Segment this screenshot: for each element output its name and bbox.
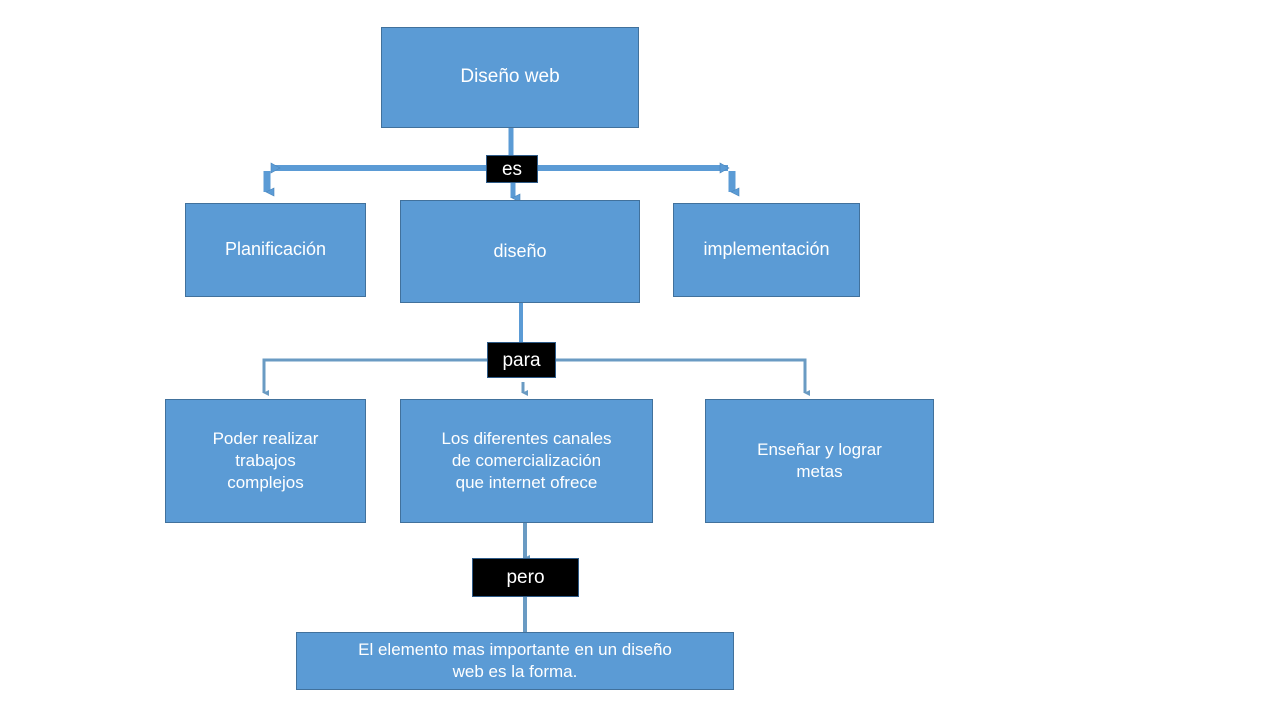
linker-pero-label: pero — [506, 567, 545, 588]
edge-para-right-branch — [556, 358, 810, 396]
linker-es-label: es — [501, 158, 523, 180]
node-trabajos-line-1: Poder realizar — [212, 429, 319, 449]
node-implementacion-label: implementación — [703, 239, 830, 260]
node-planificacion[interactable]: Planificación — [185, 203, 366, 297]
linker-para-label: para — [502, 349, 541, 371]
node-conclusion-line-1: El elemento mas importante en un diseño — [358, 640, 672, 660]
node-metas-line-2: metas — [796, 462, 843, 481]
edge-para-left-branch — [262, 358, 488, 396]
node-conclusion-line-2: web es la forma. — [452, 662, 578, 681]
edge-es-right-branch — [538, 162, 740, 197]
linker-pero[interactable]: pero — [472, 558, 579, 597]
node-trabajos-line-2: trabajos — [235, 451, 296, 471]
node-canales-line-1: Los diferentes canales — [441, 429, 612, 449]
node-metas-line-1: Enseñar y lograr — [757, 440, 882, 460]
node-diseno-label: diseño — [493, 240, 547, 261]
node-canales-line-3: que internet ofrece — [455, 472, 598, 492]
node-root-label: Diseño web — [460, 66, 560, 88]
node-conclusion[interactable]: El elemento mas importante en un diseño … — [296, 632, 734, 690]
node-root[interactable]: Diseño web — [381, 27, 639, 128]
node-diseno[interactable]: diseño — [400, 200, 640, 303]
node-trabajos-complejos[interactable]: Poder realizar trabajos complejos — [165, 399, 366, 523]
node-ensenar-metas[interactable]: Enseñar y lograr metas — [705, 399, 934, 523]
linker-para[interactable]: para — [487, 342, 556, 378]
linker-es[interactable]: es — [486, 155, 538, 183]
node-planificacion-label: Planificación — [224, 239, 327, 260]
node-canales-line-2: de comercialización — [451, 451, 602, 471]
node-trabajos-line-3: complejos — [227, 472, 304, 492]
node-canales-comercializacion[interactable]: Los diferentes canales de comercializaci… — [400, 399, 653, 523]
node-implementacion[interactable]: implementación — [673, 203, 860, 297]
edge-es-left-branch — [263, 162, 486, 197]
